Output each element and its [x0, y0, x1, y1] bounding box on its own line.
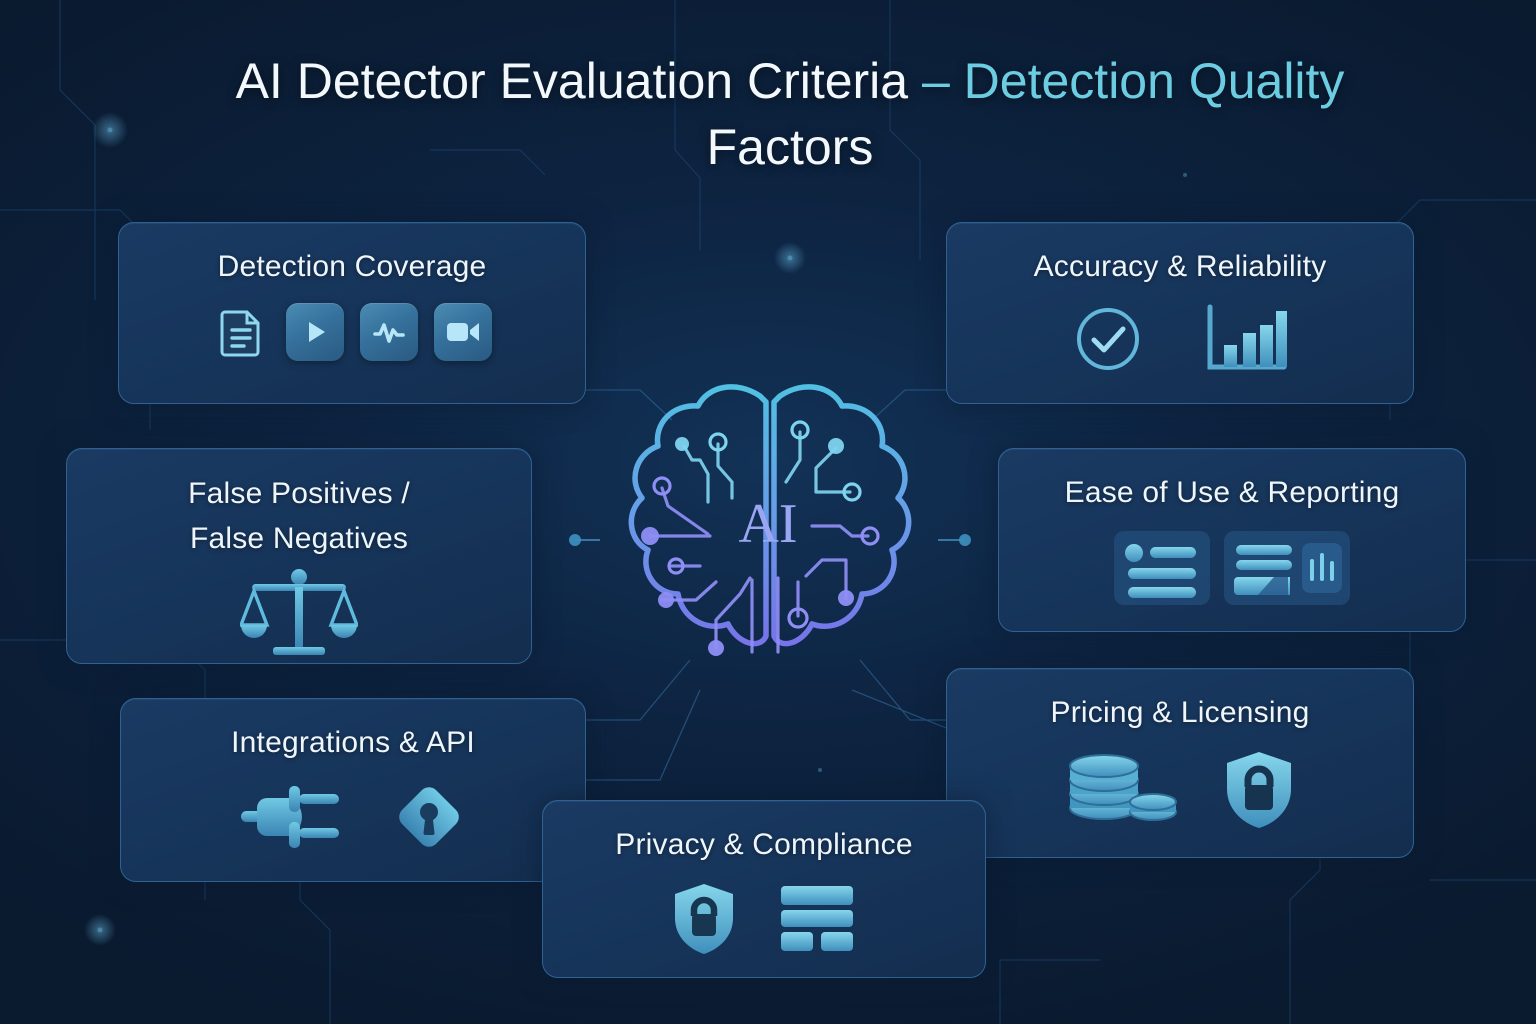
card-title: Privacy & Compliance [615, 828, 913, 861]
icon-row [239, 779, 467, 855]
play-icon [286, 302, 344, 361]
dashboard-panel-icon [1222, 529, 1352, 607]
coin-stack-icon [1066, 750, 1178, 830]
icon-row [212, 302, 492, 361]
database-stack-icon [778, 884, 856, 954]
card-title: Ease of Use & Reporting [1064, 476, 1400, 509]
shield-lock-icon [672, 881, 736, 957]
icon-row [1112, 529, 1352, 607]
power-plug-icon [239, 780, 343, 854]
check-circle-icon [1072, 303, 1144, 375]
list-panel-icon [1112, 529, 1212, 607]
balance-scale-icon [240, 567, 358, 659]
page-title: AI Detector Evaluation Criteria – Detect… [150, 48, 1430, 180]
icon-row [240, 567, 358, 659]
card-false-positives-negatives[interactable]: False Positives / False Negatives [66, 448, 532, 664]
document-icon [212, 303, 270, 361]
card-title: Pricing & Licensing [1050, 696, 1310, 729]
card-accuracy-reliability[interactable]: Accuracy & Reliability [946, 222, 1414, 404]
video-camera-icon [434, 302, 492, 361]
key-diamond-icon [391, 779, 467, 855]
card-privacy-compliance[interactable]: Privacy & Compliance [542, 800, 986, 978]
bar-chart-icon [1202, 303, 1288, 375]
ai-brain-graphic: AI [600, 370, 940, 670]
brain-ai-label: AI [738, 493, 797, 555]
page-title-line2: Factors [706, 119, 874, 175]
card-title: Accuracy & Reliability [1033, 250, 1327, 283]
icon-row [1066, 749, 1294, 831]
waveform-icon [360, 302, 418, 361]
page-title-line1-plain: AI Detector Evaluation Criteria [235, 53, 922, 109]
card-detection-coverage[interactable]: Detection Coverage [118, 222, 586, 404]
card-title: Detection Coverage [217, 250, 487, 283]
icon-row [1072, 303, 1288, 375]
card-pricing-licensing[interactable]: Pricing & Licensing [946, 668, 1414, 858]
card-title: False Positives / False Negatives [188, 477, 410, 555]
card-title: Integrations & API [231, 726, 475, 759]
card-integrations-api[interactable]: Integrations & API [120, 698, 586, 882]
page-title-line1-accent: – Detection Quality [921, 53, 1345, 109]
card-ease-of-use-reporting[interactable]: Ease of Use & Reporting [998, 448, 1466, 632]
shield-lock-icon [1224, 749, 1294, 831]
icon-row [672, 881, 856, 957]
